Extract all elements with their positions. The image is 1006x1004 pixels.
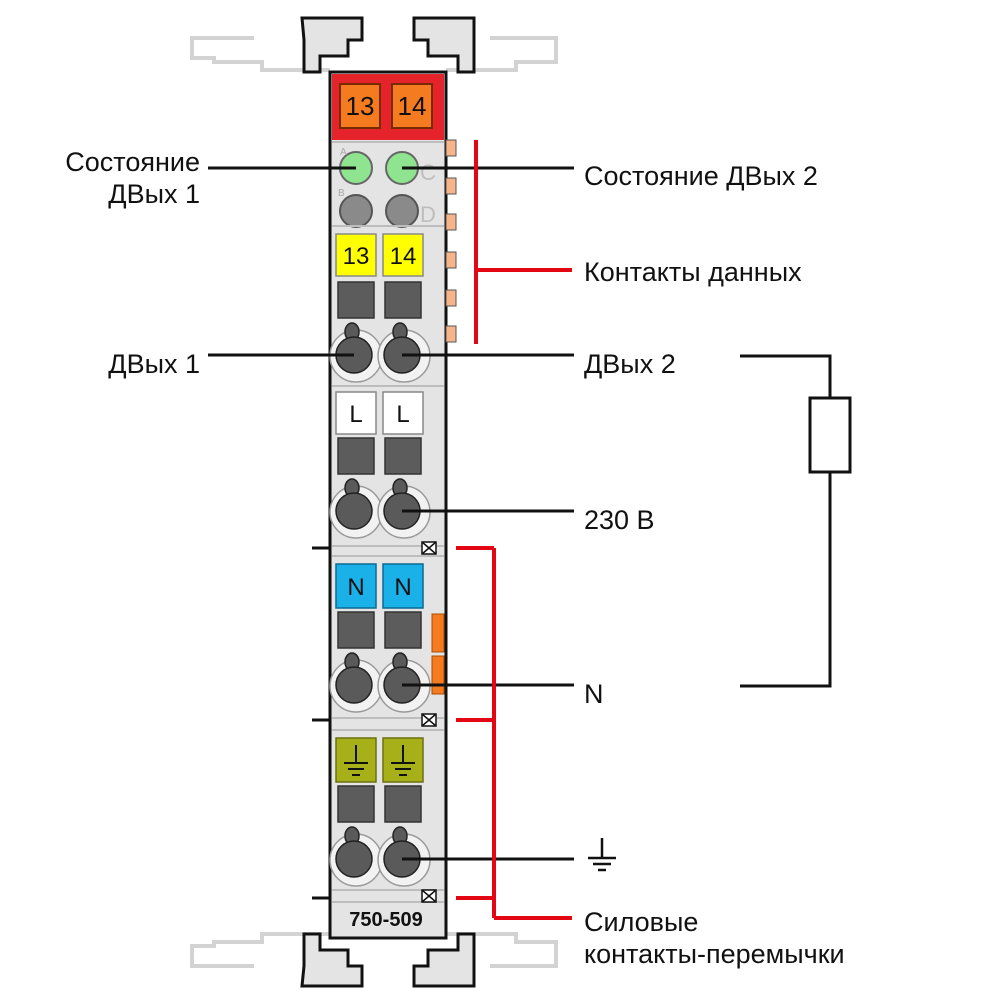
- yellow-marker-13: 13: [335, 233, 377, 277]
- power-jumpers-bracket: [456, 546, 572, 920]
- top-marker-14-text: 14: [398, 91, 427, 121]
- svg-text:L: L: [349, 401, 362, 428]
- led-d: D: [385, 194, 436, 228]
- ground-marker-2: [382, 737, 424, 783]
- left-ticks: [312, 546, 330, 900]
- module-clips: [300, 16, 476, 988]
- n-marker-1: N: [335, 563, 377, 609]
- data-contact-tabs: [445, 139, 457, 343]
- top-marker-14: 14: [391, 83, 433, 129]
- label-neutral: N: [584, 679, 604, 709]
- callout-lines: [208, 166, 574, 861]
- label-status-do1: Состояние ДВых 1: [65, 147, 200, 209]
- svg-text:N: N: [347, 574, 364, 601]
- svg-text:N: N: [394, 574, 411, 601]
- label-data-contacts: Контакты данных: [584, 257, 802, 287]
- part-number: 750-509: [349, 909, 422, 931]
- din-rail-outline: [190, 36, 558, 968]
- svg-text:B: B: [338, 188, 345, 199]
- label-do1: ДВых 1: [108, 349, 200, 379]
- ground-icon: [588, 838, 616, 872]
- ground-marker-1: [335, 737, 377, 783]
- svg-text:C: C: [420, 160, 436, 185]
- svg-text:L: L: [396, 401, 409, 428]
- led-c: C: [385, 151, 436, 185]
- l-marker-2: L: [382, 391, 424, 435]
- load-resistor: [808, 396, 852, 474]
- label-status-do2: Состояние ДВых 2: [584, 161, 818, 191]
- svg-text:14: 14: [390, 243, 417, 270]
- label-voltage: 230 В: [584, 505, 655, 535]
- label-power-jumpers: Силовые контакты-перемычки: [584, 907, 845, 969]
- top-marker-13-text: 13: [346, 91, 375, 121]
- l-marker-1: L: [335, 391, 377, 435]
- label-do2: ДВых 2: [584, 349, 676, 379]
- power-jumper-slots: [421, 541, 437, 903]
- n-marker-2: N: [382, 563, 424, 609]
- top-marker-13: 13: [339, 83, 381, 129]
- load-circuit: [740, 354, 852, 688]
- data-contacts-bracket: [474, 140, 572, 344]
- svg-text:A: A: [340, 147, 347, 158]
- release-buttons: [337, 281, 422, 823]
- svg-text:13: 13: [343, 243, 370, 270]
- svg-text:D: D: [420, 202, 436, 227]
- yellow-marker-14: 14: [382, 233, 424, 277]
